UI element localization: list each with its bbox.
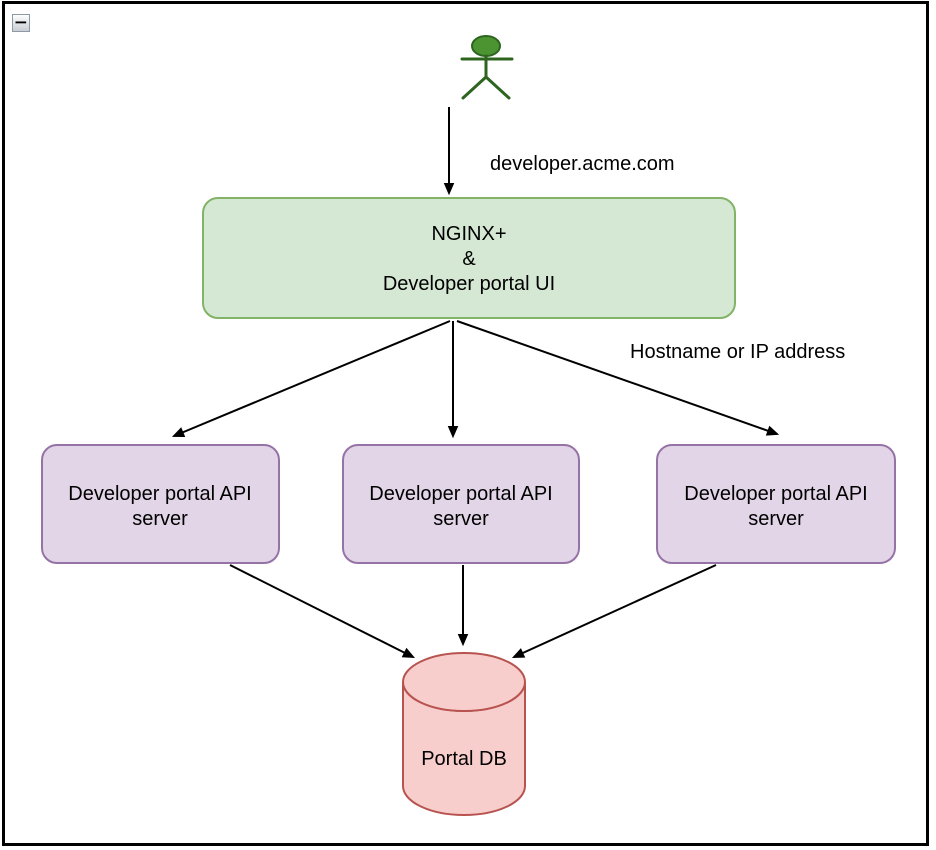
api-server-3-line-2: server	[748, 508, 804, 530]
api-server-3-box	[656, 444, 896, 564]
edge-label-hostname: Hostname or IP address	[630, 341, 845, 363]
gateway-line-1: NGINX+	[431, 223, 506, 245]
node-database[interactable]: Portal DB	[402, 652, 526, 816]
gateway-line-2: &	[462, 248, 476, 270]
user-actor-icon[interactable]	[460, 35, 514, 100]
api-server-1-box	[41, 444, 280, 564]
node-api-server-2[interactable]: Developer portal API server	[342, 444, 580, 564]
actor-left-leg	[461, 75, 488, 100]
actor-head	[471, 35, 501, 57]
api-server-2-box	[342, 444, 580, 564]
api-server-2-line-1: Developer portal API	[369, 483, 552, 505]
gateway-box	[202, 197, 736, 319]
actor-right-leg	[484, 75, 511, 100]
gateway-line-3: Developer portal UI	[383, 273, 555, 295]
api-server-1-line-2: server	[132, 508, 188, 530]
api-server-3-line-1: Developer portal API	[684, 483, 867, 505]
api-server-2-line-2: server	[433, 508, 489, 530]
database-cylinder-top	[402, 652, 526, 712]
arrow-gateway-to-api-3	[456, 320, 780, 436]
arrow-api-1-to-db	[229, 564, 416, 659]
api-server-1-line-1: Developer portal API	[68, 483, 251, 505]
database-label: Portal DB	[421, 748, 507, 770]
node-api-server-3[interactable]: Developer portal API server	[656, 444, 896, 564]
arrow-gateway-to-api-1	[171, 320, 451, 438]
minus-icon: −	[14, 13, 28, 32]
edge-label-domain: developer.acme.com	[490, 153, 675, 175]
arrow-api-3-to-db	[511, 564, 717, 658]
node-gateway[interactable]: NGINX+ & Developer portal UI	[202, 197, 736, 319]
collapse-button[interactable]: −	[12, 14, 30, 32]
node-api-server-1[interactable]: Developer portal API server	[41, 444, 280, 564]
